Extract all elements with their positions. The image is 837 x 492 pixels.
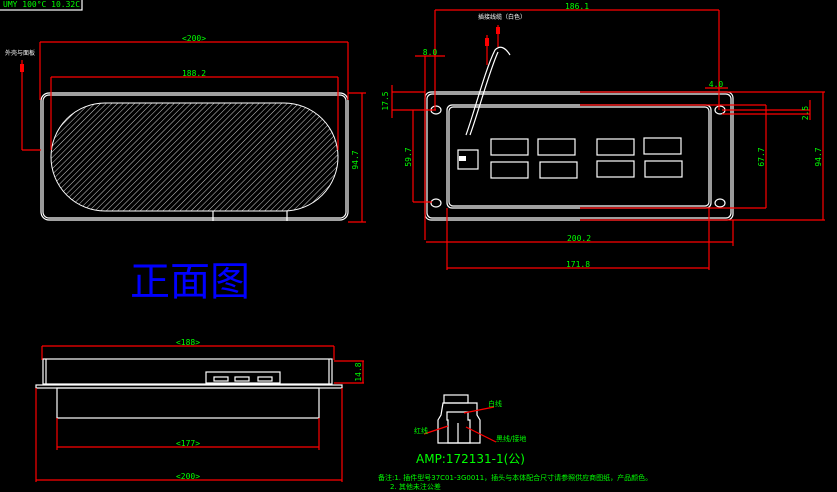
dim-rear-left-offset: 8.0 [423, 48, 438, 57]
connector-slots [205, 371, 281, 384]
front-view [20, 41, 366, 223]
front-left-label: 外壳与面板 [5, 49, 35, 57]
dim-rear-top: 186.1 [565, 2, 589, 11]
header-text: UMY 100°C 10.32C [3, 0, 80, 9]
dim-bottom-thickness: 14.8 [354, 362, 363, 381]
dim-rear-inner-height: 67.7 [757, 147, 766, 166]
note-line-1: 备注:1. 插件型号37C01-3G0011，插头与本体配合尺寸请参照供应商图纸… [378, 473, 652, 482]
connector-label-right: 黑线/接地 [496, 434, 526, 443]
rear-view [391, 9, 825, 270]
led-segment-grid [490, 137, 683, 179]
display-hatch-area [50, 102, 339, 212]
switch-box [457, 149, 479, 170]
connector-label-top: 白线 [488, 399, 502, 408]
connector-label-left: 红线 [414, 426, 428, 435]
rear-cable-label: 插接线缆（白色） [478, 13, 526, 21]
connector-drawing [423, 394, 497, 444]
dim-front-inner-width: 188.2 [182, 69, 206, 78]
connector-model: AMP:172131-1(公) [416, 452, 525, 466]
dim-rear-left-height: 59.7 [404, 147, 413, 166]
dim-bottom-inner: <177> [176, 439, 200, 448]
dim-bottom-overall: <200> [176, 472, 200, 481]
note-line-2: 2. 其他未注公差 [390, 482, 441, 491]
dim-bottom-top: <188> [176, 338, 200, 347]
dim-rear-hole-offset: 17.5 [381, 91, 390, 110]
dim-rear-right-small: 2.5 [801, 106, 810, 121]
bottom-view [35, 345, 364, 482]
dim-rear-bottom-outer: 200.2 [567, 234, 591, 243]
header-box [0, 0, 83, 11]
dim-rear-overall-height: 94.7 [814, 147, 823, 166]
dim-front-overall-width: <200> [182, 34, 206, 43]
dim-rear-bottom-inner: 171.8 [566, 260, 590, 269]
front-view-title: 正面图 [130, 259, 250, 305]
dim-front-height: 94.7 [351, 150, 360, 169]
dim-rear-right-offset: 4.0 [709, 80, 724, 89]
